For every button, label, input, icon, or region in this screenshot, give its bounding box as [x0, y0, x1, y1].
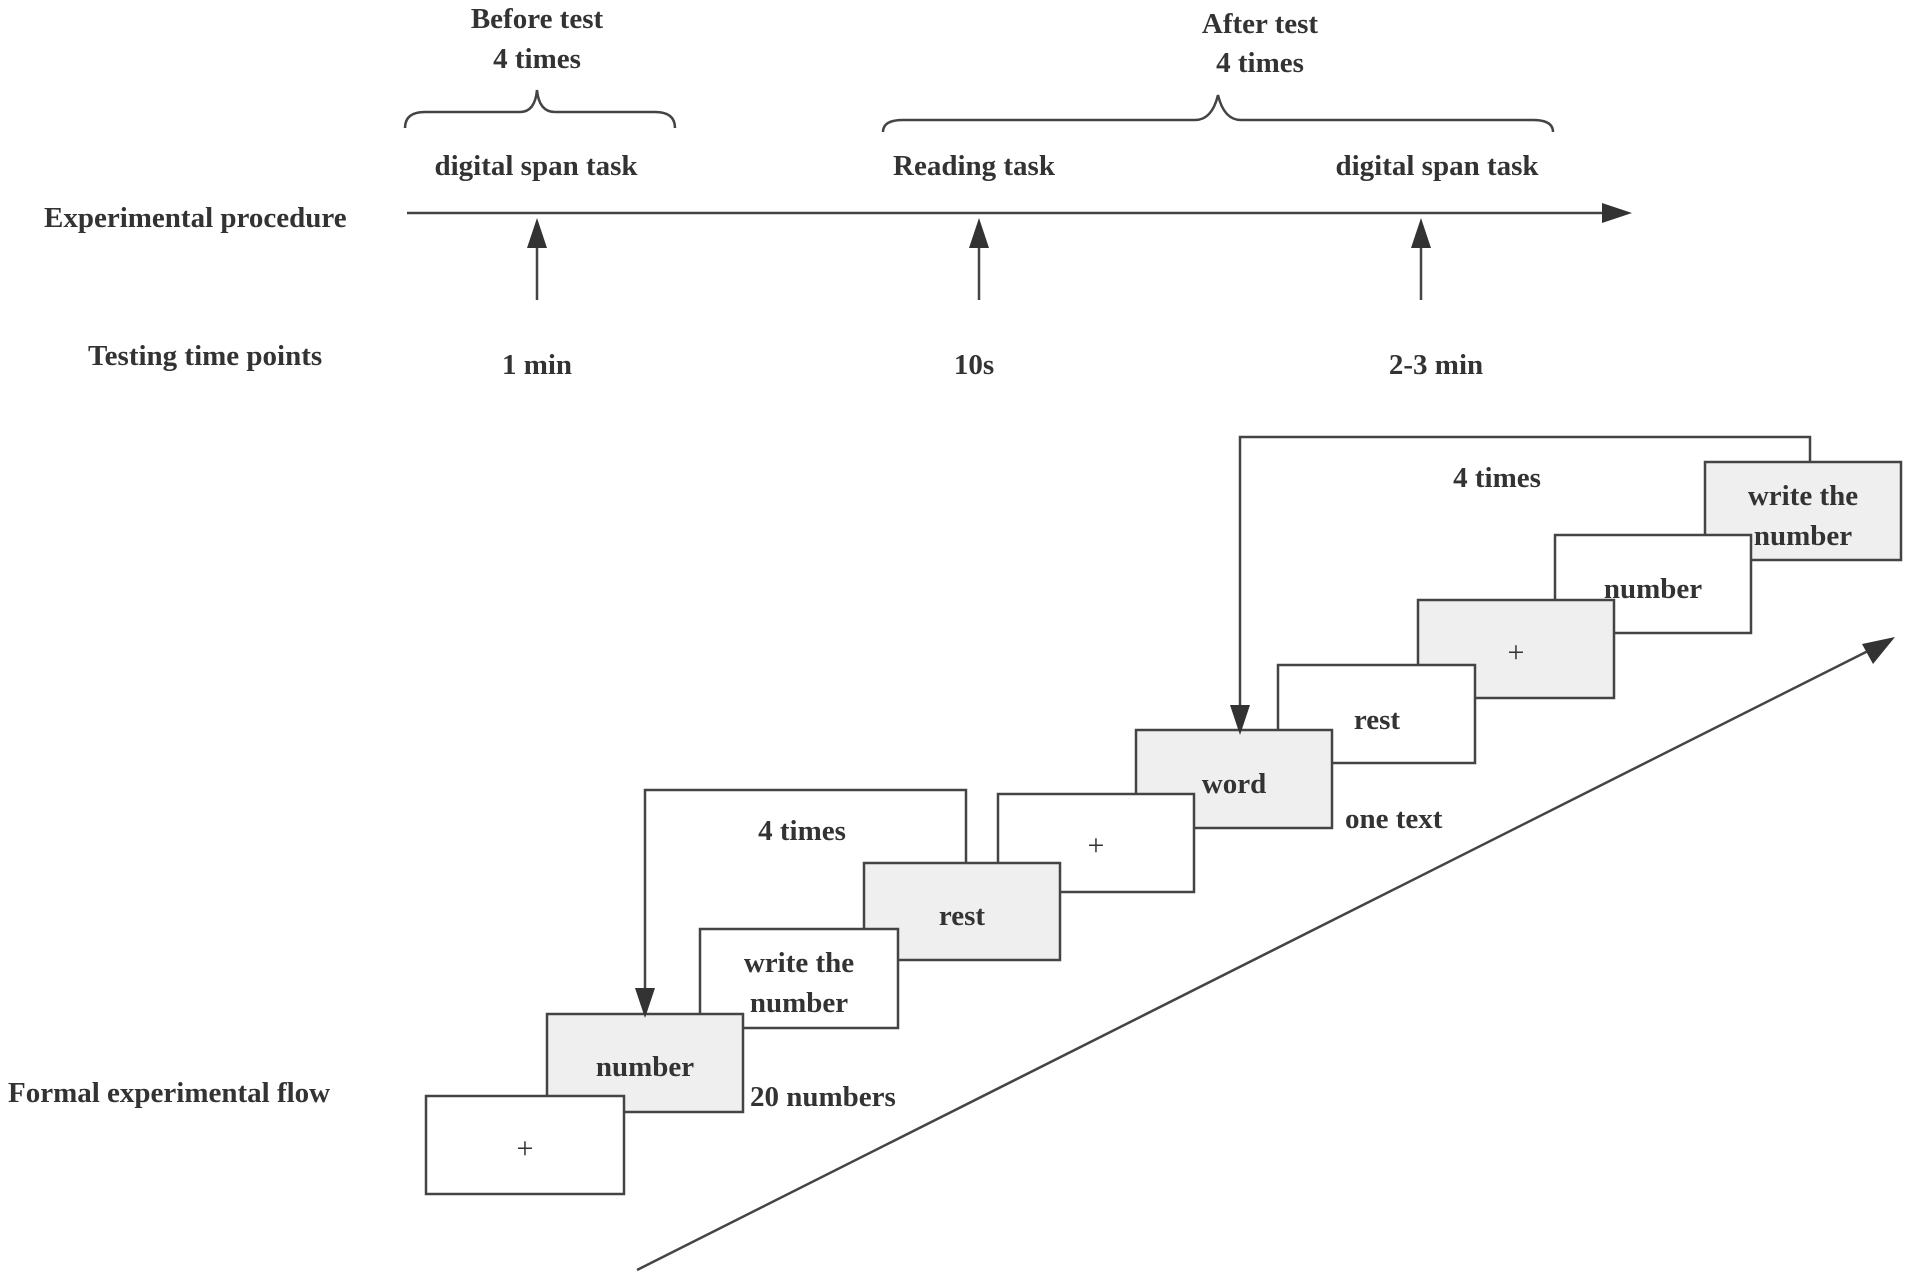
after-test-brace [881, 94, 1555, 133]
count-one-text: one text [1345, 803, 1443, 835]
after-test-title: After test [1202, 8, 1319, 40]
write-number-box-1 [698, 927, 900, 1030]
fixation-box-2-text: + [1088, 829, 1105, 862]
after-test-times: 4 times [1216, 47, 1304, 79]
rest-box-2-text: rest [1354, 704, 1401, 736]
fixation-box-3-text: + [1508, 636, 1525, 669]
before-test-title: Before test [471, 3, 604, 35]
formal-experimental-flow-label: Formal experimental flow [8, 1077, 330, 1109]
reading-loop-label: 4 times [1453, 462, 1541, 494]
time-point-1: 1 min [502, 349, 572, 381]
write-number-box-1-line1: write the [744, 947, 854, 979]
write-number-box-2-line1: write the [1748, 480, 1858, 512]
experimental-procedure-label: Experimental procedure [44, 202, 347, 234]
flow-progression-line [636, 648, 1871, 1272]
reading-loop-arrowhead [1230, 705, 1250, 735]
procedure-timeline-arrowhead [1602, 203, 1632, 223]
before-test-times: 4 times [493, 43, 581, 75]
fixation-box-1 [424, 1094, 626, 1196]
digit-loop-arrowhead [635, 988, 655, 1018]
task-label-digital-span-2: digital span task [1335, 150, 1539, 182]
before-test-brace [403, 89, 677, 129]
testing-time-points-label: Testing time points [88, 340, 322, 372]
time-point-3: 2-3 min [1389, 349, 1483, 381]
fixation-box-1-text: + [517, 1132, 534, 1165]
number-box-1-text: number [596, 1051, 694, 1083]
rest-box-1-text: rest [939, 900, 986, 932]
write-number-box-1-line2: number [750, 987, 848, 1019]
digit-loop-line [643, 788, 968, 990]
count-20-numbers: 20 numbers [750, 1081, 896, 1113]
reading-loop-line [1238, 435, 1812, 705]
write-number-box-2-line2: number [1754, 520, 1852, 552]
flow-progression-arrowhead [1862, 637, 1895, 664]
time-point-2: 10s [954, 349, 994, 381]
number-box-2-text: number [1604, 573, 1702, 605]
digit-loop-label: 4 times [758, 815, 846, 847]
word-box-text: word [1202, 768, 1266, 800]
task-label-digital-span-1: digital span task [434, 150, 638, 182]
time-point-arrow-2-head [969, 218, 989, 248]
task-label-reading: Reading task [893, 150, 1056, 182]
time-point-arrow-1-head [527, 218, 547, 248]
time-point-arrow-3-head [1411, 218, 1431, 248]
